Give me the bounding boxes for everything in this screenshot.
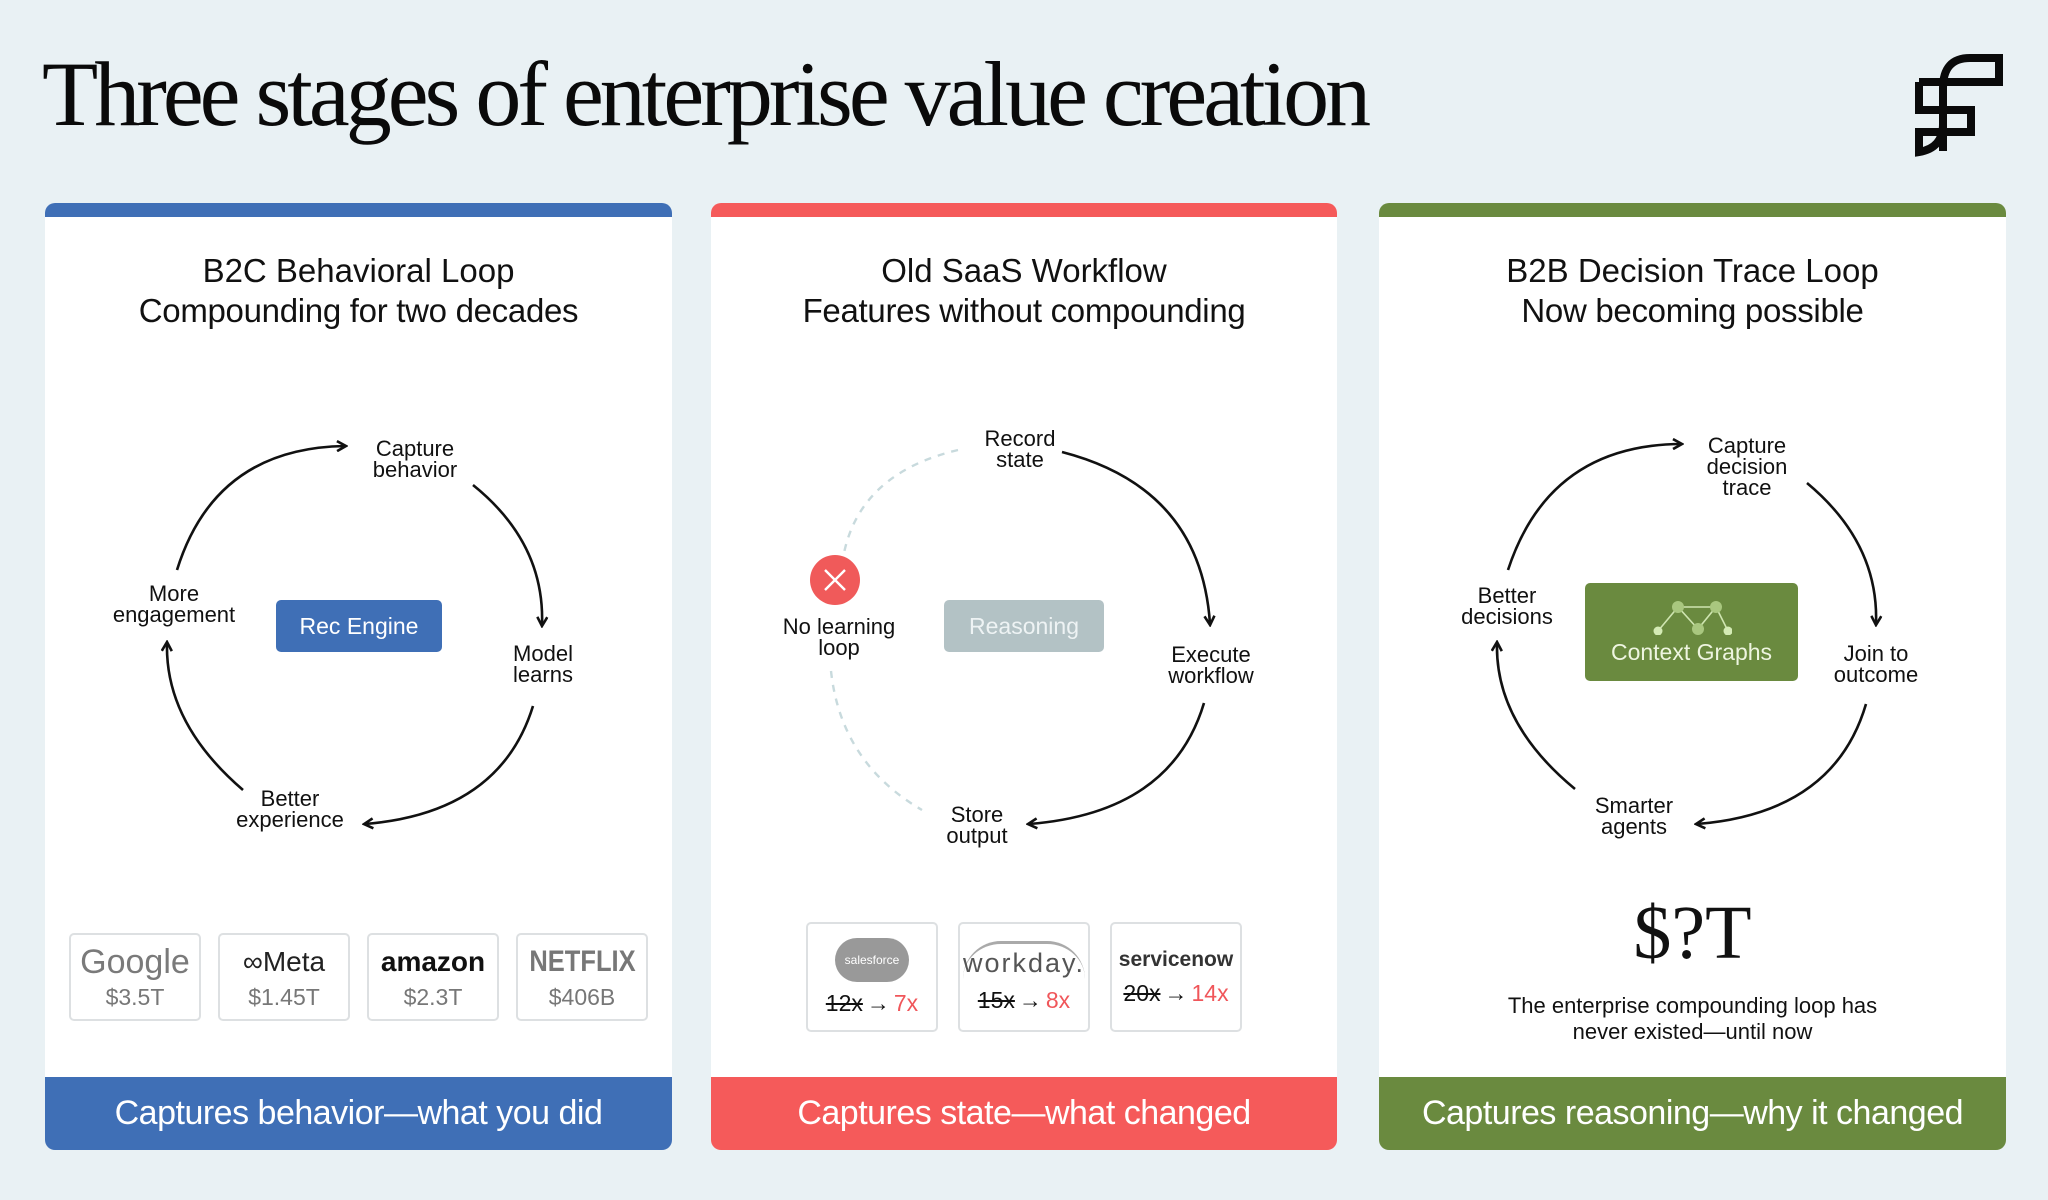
loop-arrow <box>1806 482 1876 624</box>
card-title: B2C Behavioral Loop <box>202 252 515 289</box>
card-b2c: B2C Behavioral Loop Compounding for two … <box>45 203 672 1150</box>
loop-arrow <box>472 483 542 625</box>
card-accent-bar <box>711 203 1337 217</box>
card-title: Old SaaS Workflow <box>881 252 1167 289</box>
loop-diagram <box>1379 203 2006 1150</box>
salesforce-logo: salesforce <box>835 937 909 982</box>
amazon-logo: amazon <box>380 945 486 977</box>
revenue-multiple: 12x→7x <box>825 989 919 1016</box>
company-card: ∞Meta $1.45T <box>218 933 350 1021</box>
google-logo: Google <box>80 942 190 981</box>
brand-logo-icon <box>1915 54 2003 157</box>
company-logos: salesforce 12x→7x workday. 15x→8x servic… <box>711 922 1337 1032</box>
market-cap: $406B <box>548 983 616 1010</box>
graph-network-icon <box>1653 600 1732 635</box>
broken-loop-dashed <box>829 670 923 812</box>
market-cap: $2.3T <box>403 983 463 1010</box>
company-card: servicenow 20x→14x <box>1110 922 1242 1032</box>
company-logos: Google $3.5T ∞Meta $1.45T amazon $2.3T N… <box>45 933 672 1021</box>
company-card: amazon $2.3T <box>367 933 499 1021</box>
loop-arrow <box>167 643 244 791</box>
broken-loop-dashed <box>842 448 959 554</box>
rec-engine-box: Rec Engine <box>276 600 442 652</box>
revenue-multiple: 15x→8x <box>977 986 1071 1013</box>
loop-arrow <box>175 446 345 571</box>
context-graphs-box: Context Graphs <box>1585 583 1798 681</box>
company-card: NETFLIX $406B <box>516 933 648 1021</box>
loop-arrow <box>1061 450 1210 624</box>
market-cap: $3.5T <box>105 983 165 1010</box>
card-title: B2B Decision Trace Loop <box>1506 252 1879 289</box>
loop-diagram <box>45 203 672 1150</box>
company-card: workday. 15x→8x <box>958 922 1090 1032</box>
loop-arrow <box>365 705 535 824</box>
card-subtitle: Now becoming possible <box>1521 292 1864 329</box>
unknown-value: $?T <box>1633 891 1752 975</box>
company-card: Google $3.5T <box>69 933 201 1021</box>
loop-arrow <box>1697 703 1868 824</box>
loop-arrow <box>1497 643 1576 791</box>
workday-logo: workday. <box>962 940 1086 979</box>
company-card: salesforce 12x→7x <box>806 922 938 1032</box>
card-subtitle: Features without compounding <box>802 292 1246 329</box>
summary-band: Captures behavior—what you did <box>45 1077 672 1150</box>
reasoning-box-disabled: Reasoning <box>944 600 1104 652</box>
x-circle-icon <box>810 555 860 605</box>
card-subtitle: Compounding for two decades <box>138 292 579 329</box>
revenue-multiple: 20x→14x <box>1123 979 1229 1006</box>
loop-arrow <box>1029 702 1206 824</box>
page-title: Three stages of enterprise value creatio… <box>42 43 1371 145</box>
meta-logo: ∞Meta <box>242 945 326 977</box>
card-accent-bar <box>1379 203 2006 217</box>
market-cap: $1.45T <box>248 983 320 1010</box>
card-b2b: B2B Decision Trace Loop Now becoming pos… <box>1379 203 2006 1150</box>
context-graphs-label: Context Graphs <box>1610 638 1773 665</box>
summary-band: Captures reasoning—why it changed <box>1379 1077 2006 1150</box>
card-saas: Old SaaS Workflow Features without compo… <box>711 203 1337 1150</box>
loop-diagram <box>810 448 1337 1150</box>
card-accent-bar <box>45 203 672 217</box>
servicenow-logo: servicenow <box>1118 947 1234 971</box>
loop-arrow <box>1506 444 1681 571</box>
summary-band: Captures state—what changed <box>711 1077 1337 1150</box>
netflix-logo: NETFLIX <box>528 944 636 978</box>
